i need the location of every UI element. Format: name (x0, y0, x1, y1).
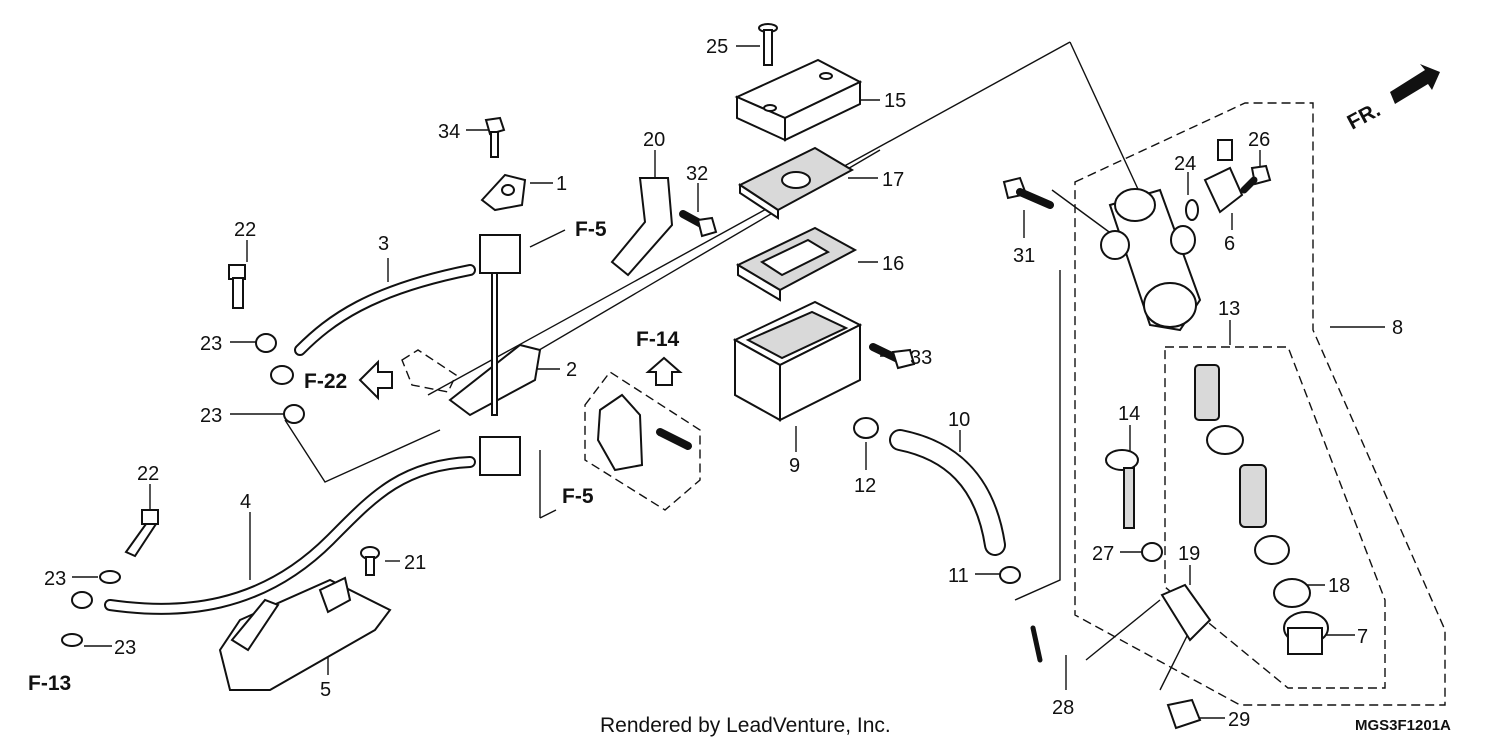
callout-5: 5 (320, 679, 331, 701)
reference-labels: F-5 F-5 F-13 F-14 F-22 FR. (28, 98, 1384, 695)
part-27-nut (1141, 542, 1163, 562)
callout-3: 3 (378, 233, 389, 255)
part-7-boot (1283, 611, 1329, 655)
callout-labels: 1 2 3 4 5 6 7 8 9 10 11 12 13 14 15 16 1… (44, 36, 1403, 731)
assembly-outlines (401, 102, 1446, 706)
part-28-pin (1030, 625, 1043, 663)
part-1-plate (480, 173, 527, 212)
callout-15: 15 (884, 90, 906, 112)
callout-27: 27 (1092, 543, 1114, 565)
part-10-hose (889, 429, 1006, 556)
part-8-master-cylinder (1100, 188, 1202, 332)
part-2-joint (448, 254, 542, 417)
reference-f5-lower: F-5 (562, 485, 594, 508)
callout-29: 29 (1228, 709, 1250, 731)
diagram-code: MGS3F1201A (1355, 717, 1451, 734)
callout-13: 13 (1218, 298, 1240, 320)
part-25-screw (758, 23, 778, 66)
callout-6: 6 (1224, 233, 1235, 255)
part-14-push-rod (1105, 449, 1139, 529)
reference-f22: F-22 (304, 370, 347, 393)
leader-lines (72, 41, 1385, 719)
part-15-reservoir-cap (734, 58, 863, 142)
callout-10: 10 (948, 409, 970, 431)
callout-4: 4 (240, 491, 251, 513)
callout-12: 12 (854, 475, 876, 497)
part-33-bolt (869, 343, 916, 370)
part-11-clamp (999, 566, 1021, 584)
reference-f5-upper: F-5 (575, 218, 607, 241)
callout-33: 33 (910, 347, 932, 369)
callout-16: 16 (882, 253, 904, 275)
callout-20: 20 (643, 129, 665, 151)
reference-plate-assembly (596, 393, 692, 472)
callout-14: 14 (1118, 403, 1140, 425)
part-32-bolt (679, 210, 718, 238)
part-34-bolt (484, 116, 506, 158)
callout-19: 19 (1178, 543, 1200, 565)
callout-9: 9 (789, 455, 800, 477)
render-credit: Rendered by LeadVenture, Inc. (600, 714, 891, 737)
front-direction-label: FR. (1344, 98, 1385, 134)
callout-28: 28 (1052, 697, 1074, 719)
front-arrow-icon (1390, 64, 1440, 104)
part-12-clamp (853, 417, 879, 439)
part-16-diaphragm (735, 226, 858, 302)
callout-18: 18 (1328, 575, 1350, 597)
callout-23c: 23 (44, 568, 66, 590)
callout-2: 2 (566, 359, 577, 381)
callout-22b: 22 (137, 463, 159, 485)
callout-21: 21 (404, 552, 426, 574)
callout-26: 26 (1248, 129, 1270, 151)
part-31-bolt (1002, 176, 1054, 209)
reference-f13: F-13 (28, 672, 71, 695)
callout-1: 1 (556, 173, 567, 195)
part-17-plate (737, 146, 855, 220)
part-22-bolt-lower (124, 509, 159, 558)
callout-17: 17 (882, 169, 904, 191)
part-23-washers (61, 333, 305, 647)
part-18-circlip (1273, 578, 1311, 608)
part-9-reservoir (732, 300, 863, 422)
part-29-cotter (1166, 698, 1202, 730)
part-4-lower-hose (71, 436, 521, 615)
callout-11: 11 (948, 565, 969, 587)
direction-arrows (358, 64, 1440, 519)
callout-23a: 23 (200, 333, 222, 355)
part-3-upper-hose (270, 234, 521, 385)
callout-34: 34 (438, 121, 460, 143)
part-5-hose-guard (218, 576, 392, 691)
part-22-bolt-upper (228, 264, 246, 309)
part-6-joint (1203, 139, 1244, 214)
callout-25: 25 (706, 36, 728, 58)
callout-7: 7 (1357, 626, 1368, 648)
callout-24: 24 (1174, 153, 1196, 175)
callout-31: 31 (1013, 245, 1035, 267)
callout-23d: 23 (114, 637, 136, 659)
part-21-clip (360, 546, 380, 576)
part-19-clevis (1160, 583, 1212, 642)
part-20-bracket (610, 177, 674, 277)
reference-f14: F-14 (636, 328, 680, 351)
callout-23b: 23 (200, 405, 222, 427)
callout-32: 32 (686, 163, 708, 185)
part-26-bolt (1240, 164, 1272, 194)
callout-8: 8 (1392, 317, 1403, 339)
part-24-o-ring (1185, 199, 1199, 221)
callout-22a: 22 (234, 219, 256, 241)
part-13-piston-kit (1194, 364, 1290, 565)
